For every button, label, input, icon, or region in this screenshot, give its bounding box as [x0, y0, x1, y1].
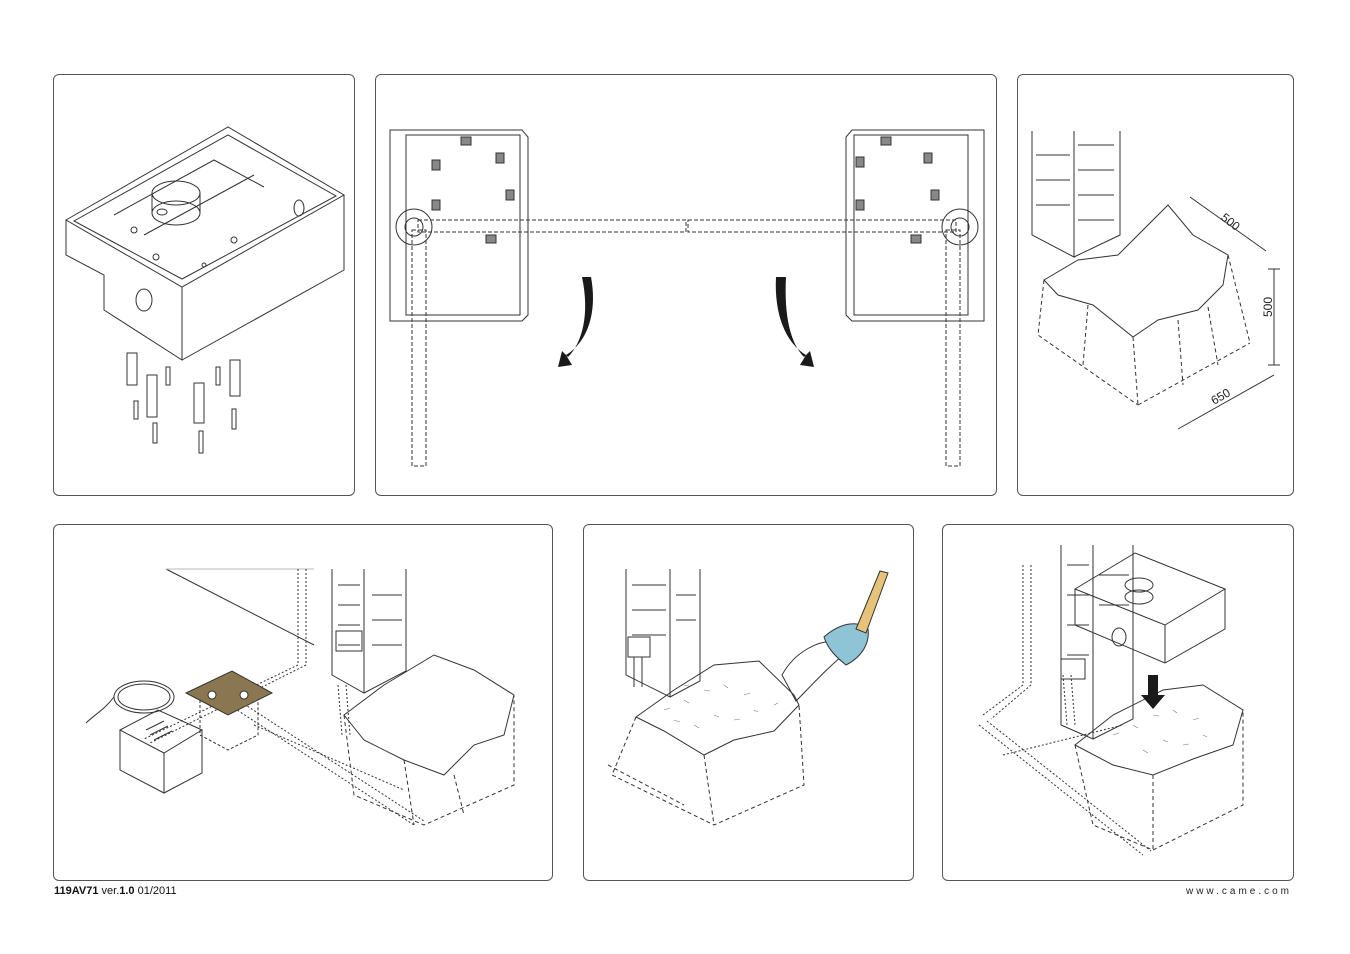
- conduits-illustration: [54, 525, 553, 881]
- panel-cable-conduits: [53, 524, 553, 881]
- dimension-length: 650: [1209, 385, 1234, 407]
- website-link[interactable]: www.came.com: [1186, 886, 1292, 897]
- box-placement-illustration: [943, 525, 1294, 881]
- panel-foundation-box: [53, 74, 355, 496]
- version-prefix: ver.: [102, 885, 120, 897]
- junction-box-plate: [186, 671, 272, 715]
- document-code: 119AV71 ver.1.0 01/2011: [54, 885, 177, 897]
- down-arrow-icon: [1141, 675, 1165, 709]
- panel-opening-direction: [375, 74, 997, 496]
- foundation-box-illustration: [54, 75, 355, 496]
- concrete-illustration: [584, 525, 914, 881]
- dimension-depth: 500: [1261, 297, 1275, 317]
- doc-code: 119AV71: [54, 885, 98, 897]
- trowel-handle: [856, 571, 888, 633]
- panel-box-placement: [942, 524, 1294, 881]
- version-number: 1.0: [119, 885, 134, 897]
- doc-date: 01/2011: [138, 885, 177, 897]
- excavation-illustration: 500 500 650: [1018, 75, 1294, 496]
- opening-direction-illustration: [376, 75, 997, 496]
- panel-concrete-pouring: [583, 524, 914, 881]
- dimension-width: 500: [1218, 210, 1243, 234]
- panel-excavation-dimensions: 500 500 650: [1017, 74, 1294, 496]
